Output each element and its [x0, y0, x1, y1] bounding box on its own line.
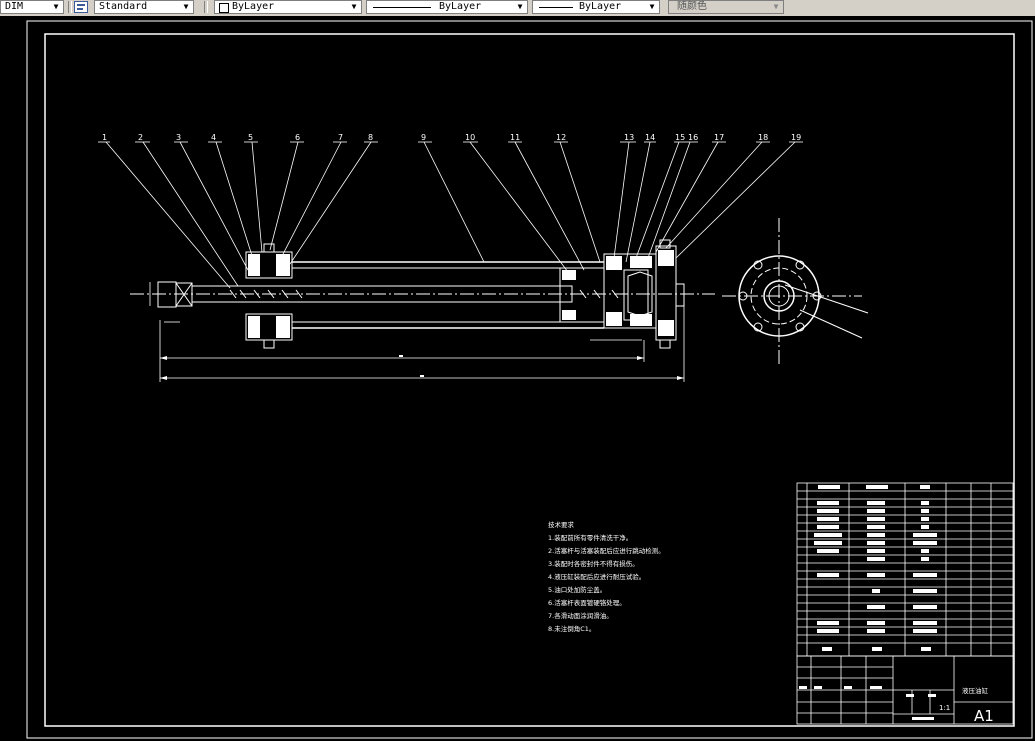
sheet-size: A1 [974, 707, 994, 725]
callout-8: 8 [368, 133, 373, 142]
note-line: 6.活塞杆表面镀硬铬处理。 [548, 598, 626, 607]
note-line: 5.油口处加防尘盖。 [548, 585, 606, 594]
callout-16: 16 [688, 133, 698, 142]
layer-value: ByLayer [232, 1, 275, 12]
chevron-down-icon[interactable]: ▼ [183, 2, 189, 11]
callout-14: 14 [645, 133, 655, 142]
drawing-canvas[interactable]: 1 2 3 4 5 6 7 8 9 10 11 12 13 14 15 16 1… [0, 16, 1035, 741]
dimension-lines [149, 282, 685, 382]
lineweight-preview [539, 7, 573, 8]
callout-9: 9 [421, 133, 426, 142]
parts-list-table [796, 482, 1014, 657]
callout-13: 13 [624, 133, 634, 142]
canvas-background [0, 16, 1035, 741]
toolbar-separator [204, 1, 208, 13]
callout-18: 18 [758, 133, 768, 142]
linetype-value: ByLayer [439, 1, 482, 12]
callout-11: 11 [510, 133, 520, 142]
linetype-preview [373, 7, 431, 8]
note-line: 1.装配前所有零件清洗干净。 [548, 533, 632, 542]
text-style-value: Standard [99, 1, 148, 12]
plot-style-dropdown[interactable]: 随颜色 ▼ [668, 0, 784, 14]
chevron-down-icon[interactable]: ▼ [517, 2, 523, 11]
color-swatch-icon [219, 3, 229, 13]
callout-17: 17 [714, 133, 724, 142]
text-style-dropdown[interactable]: Standard ▼ [94, 0, 194, 14]
drawing-scale: 1:1 [939, 704, 950, 712]
chevron-down-icon[interactable]: ▼ [351, 2, 357, 11]
dimstyle-manager-icon[interactable] [74, 1, 88, 13]
note-line: 7.各滑动面涂润滑油。 [548, 611, 613, 620]
dimension-arrows [160, 355, 684, 380]
technical-notes: 技术要求 1.装配前所有零件清洗干净。 2.活塞杆与活塞装配后应进行跳动检测。 … [548, 520, 665, 633]
properties-toolbar: DIM ▼ Standard ▼ ByLayer ▼ ByLayer ▼ ByL… [0, 0, 1035, 17]
note-line: 3.装配时各密封件不得有损伤。 [548, 559, 639, 568]
drawing-frame [44, 33, 1015, 727]
section-hatch [248, 250, 674, 338]
cylinder-section-view [130, 239, 715, 349]
dim-style-value: DIM [5, 1, 24, 12]
note-line: 4.液压缸装配后应进行耐压试验。 [548, 572, 645, 581]
lineweight-dropdown[interactable]: ByLayer ▼ [532, 0, 660, 14]
chevron-down-icon[interactable]: ▼ [53, 2, 59, 11]
note-line: 2.活塞杆与活塞装配后应进行跳动检测。 [548, 546, 665, 555]
note-line: 8.未注倒角C1。 [548, 624, 595, 633]
linetype-dropdown[interactable]: ByLayer ▼ [366, 0, 528, 14]
title-block-text: 液压油缸 1:1 A1 [939, 686, 994, 725]
callout-10: 10 [465, 133, 475, 142]
chevron-down-icon[interactable]: ▼ [649, 2, 655, 11]
lineweight-value: ByLayer [579, 1, 622, 12]
flange-end-view [722, 218, 869, 366]
table-row-lines [797, 490, 1013, 644]
toolbar-separator [68, 1, 72, 13]
bolt-hole [738, 260, 822, 332]
callout-6: 6 [295, 133, 300, 142]
drawing-name: 液压油缸 [962, 686, 989, 695]
callout-19: 19 [791, 133, 801, 142]
callout-2: 2 [138, 133, 143, 142]
notes-heading: 技术要求 [548, 520, 575, 529]
callout-3: 3 [176, 133, 181, 142]
sheet-border [26, 20, 1033, 739]
plot-style-value: 随颜色 [677, 1, 707, 12]
title-block [796, 655, 1014, 725]
callout-12: 12 [556, 133, 566, 142]
layer-dropdown[interactable]: ByLayer ▼ [214, 0, 362, 14]
table-cell-text-blocks [814, 485, 937, 651]
dim-style-dropdown[interactable]: DIM ▼ [0, 0, 64, 14]
chevron-down-icon[interactable]: ▼ [773, 2, 779, 11]
callout-7: 7 [338, 133, 343, 142]
part-callouts: 1 2 3 4 5 6 7 8 9 10 11 12 13 14 15 16 1… [102, 133, 801, 142]
callout-4: 4 [211, 133, 216, 142]
callout-15: 15 [675, 133, 685, 142]
leader-lines [98, 141, 803, 289]
callout-5: 5 [248, 133, 253, 142]
callout-1: 1 [102, 133, 107, 142]
